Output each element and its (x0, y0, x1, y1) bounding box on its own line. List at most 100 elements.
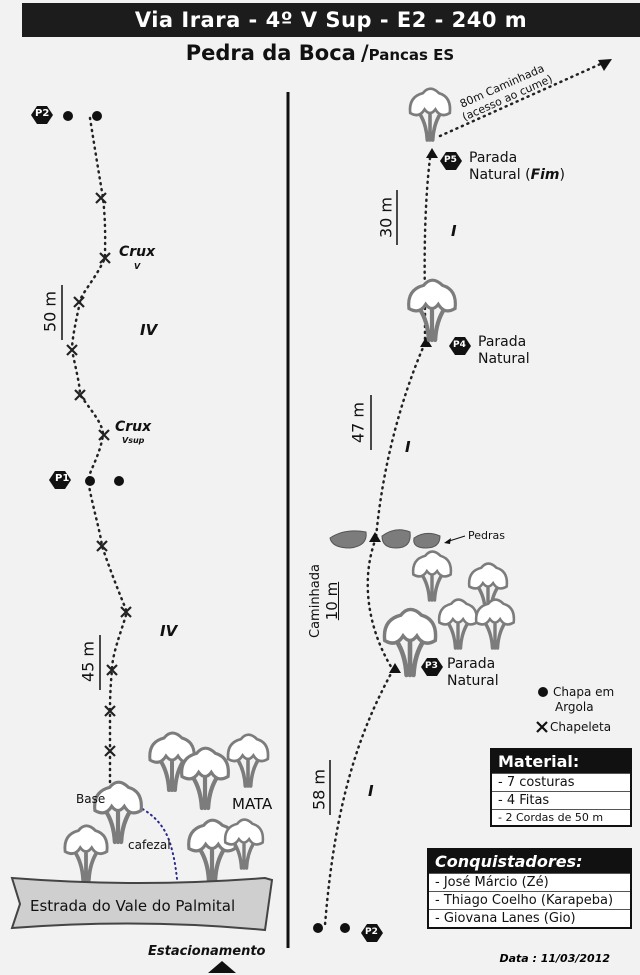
chapeleta-marks (66, 192, 132, 757)
grade-p5: I (451, 222, 457, 240)
p2-belay-badge (361, 924, 383, 942)
route-title: Via Irara - 4º V Sup - E2 - 240 m (134, 8, 528, 32)
grade-p3: I (368, 782, 374, 800)
legend-chapeleta: Chapeleta (550, 720, 612, 734)
p3-label: P3 (425, 661, 438, 671)
anchor-bolt (340, 923, 350, 933)
right-walk-path (366, 536, 395, 672)
right-route-upper (374, 156, 432, 540)
cafezal-label: cafezal (128, 838, 171, 852)
p4-text-2: Natural (478, 351, 530, 367)
legend-chapa-1: Chapa em (553, 685, 615, 699)
road (10, 876, 274, 932)
parking-arrow (208, 961, 236, 973)
stance-marker (420, 337, 432, 347)
rocks-pointer-head (444, 538, 451, 544)
chapeleta-mark (98, 429, 110, 441)
grade-upper: IV (140, 321, 158, 339)
stance-marker (369, 532, 381, 542)
material-item: - 7 costuras (492, 773, 630, 791)
chapeleta-mark (73, 296, 85, 308)
chapeleta-legend-icon (536, 721, 548, 733)
walk-mid-label-1: Caminhada (308, 564, 323, 638)
material-title: Material: (492, 750, 630, 773)
walk-mid-label: Caminhada 10 m (307, 559, 341, 643)
p1-label: P1 (55, 473, 70, 484)
chapeleta-mark (66, 344, 78, 356)
subtitle: Pedra da Boca /Pancas ES (0, 41, 640, 65)
length-58m: 58 m (309, 768, 329, 811)
conquistadores-box: Conquistadores: - José Márcio (Zé) - Thi… (427, 848, 632, 929)
material-box: Material: - 7 costuras - 4 Fitas - 2 Cor… (490, 748, 632, 827)
crux-2-label: Crux (115, 419, 152, 435)
chapeleta-mark (74, 389, 86, 401)
walk-mid-label-2: 10 m (323, 581, 341, 621)
p2-right-label: P2 (365, 927, 378, 937)
p4-belay-badge (449, 337, 471, 355)
grade-lower: IV (160, 622, 178, 640)
subtitle-separator: / (360, 41, 369, 65)
stance-marker (389, 663, 401, 673)
p5-label: P5 (444, 155, 457, 165)
chapeleta-mark (104, 705, 116, 717)
chapeleta-mark (104, 745, 116, 757)
grade-p4: I (405, 438, 411, 456)
anchor-bolt (313, 923, 323, 933)
anchor-bolt (63, 111, 73, 121)
location-name: Pedra da Boca (185, 41, 356, 65)
chapeleta-mark (96, 540, 108, 552)
p2-belay-badge (31, 106, 53, 124)
length-30m: 30 m (376, 196, 396, 239)
anchor-bolt (114, 476, 124, 486)
p5-description: Parada Natural (Fim) (469, 150, 565, 184)
summit-arrow (598, 59, 612, 71)
p5-belay-badge (440, 152, 462, 170)
base-label: Base (76, 792, 106, 806)
p3-text-2: Natural (447, 673, 499, 689)
legend-chapa-2: Argola (555, 700, 594, 714)
chapeleta-mark (95, 192, 107, 204)
left-route-line (70, 116, 129, 797)
conquistador-item: - Giovana Lanes (Gio) (429, 909, 630, 927)
p5-close: ) (559, 167, 565, 183)
p5-text-1: Parada (469, 150, 518, 166)
rocks-label: Pedras (468, 529, 505, 542)
p1-belay-badge (49, 471, 71, 489)
rocks (329, 529, 441, 549)
title-bar: Via Irara - 4º V Sup - E2 - 240 m (22, 3, 640, 37)
p4-description: Parada Natural (478, 334, 530, 368)
parking-label: Estacionamento (148, 944, 266, 959)
chapeleta-mark (106, 664, 118, 676)
length-50m: 50 m (40, 290, 60, 333)
length-45m: 45 m (78, 640, 98, 683)
right-route-lower (323, 668, 395, 927)
length-47m: 47 m (348, 401, 368, 444)
road-label: Estrada do Vale do Palmital (30, 897, 236, 915)
crux-1-grade: V (134, 262, 141, 271)
crux-2-grade: Vsup (122, 436, 145, 445)
crux-1-label: Crux (119, 244, 156, 260)
summit-walk-path (438, 60, 607, 138)
chapeleta-mark (99, 252, 111, 264)
anchor-bolt (85, 476, 95, 486)
conquistador-item: - Thiago Coelho (Karapeba) (429, 891, 630, 909)
region-name: Pancas ES (368, 46, 455, 64)
chapeleta-mark (120, 606, 132, 618)
stance-marker (426, 148, 438, 158)
p3-text-1: Parada (447, 656, 496, 672)
p3-description: Parada Natural (447, 656, 499, 690)
p5-fim: Fim (530, 167, 560, 183)
p3-belay-badge (421, 658, 443, 676)
material-item: - 2 Cordas de 50 m (492, 809, 630, 825)
conquistador-item: - José Márcio (Zé) (429, 873, 630, 891)
p4-text-1: Parada (478, 334, 527, 350)
material-item: - 4 Fitas (492, 791, 630, 809)
p5-text-2: Natural ( (469, 167, 531, 183)
chapa-legend-icon (538, 687, 548, 697)
p2-label: P2 (35, 108, 50, 119)
date-label: Data : 11/03/2012 (499, 952, 610, 965)
mata-label: MATA (232, 795, 273, 813)
legend-chapa: Chapa em Argola (553, 685, 614, 715)
conquistadores-title: Conquistadores: (429, 850, 630, 873)
